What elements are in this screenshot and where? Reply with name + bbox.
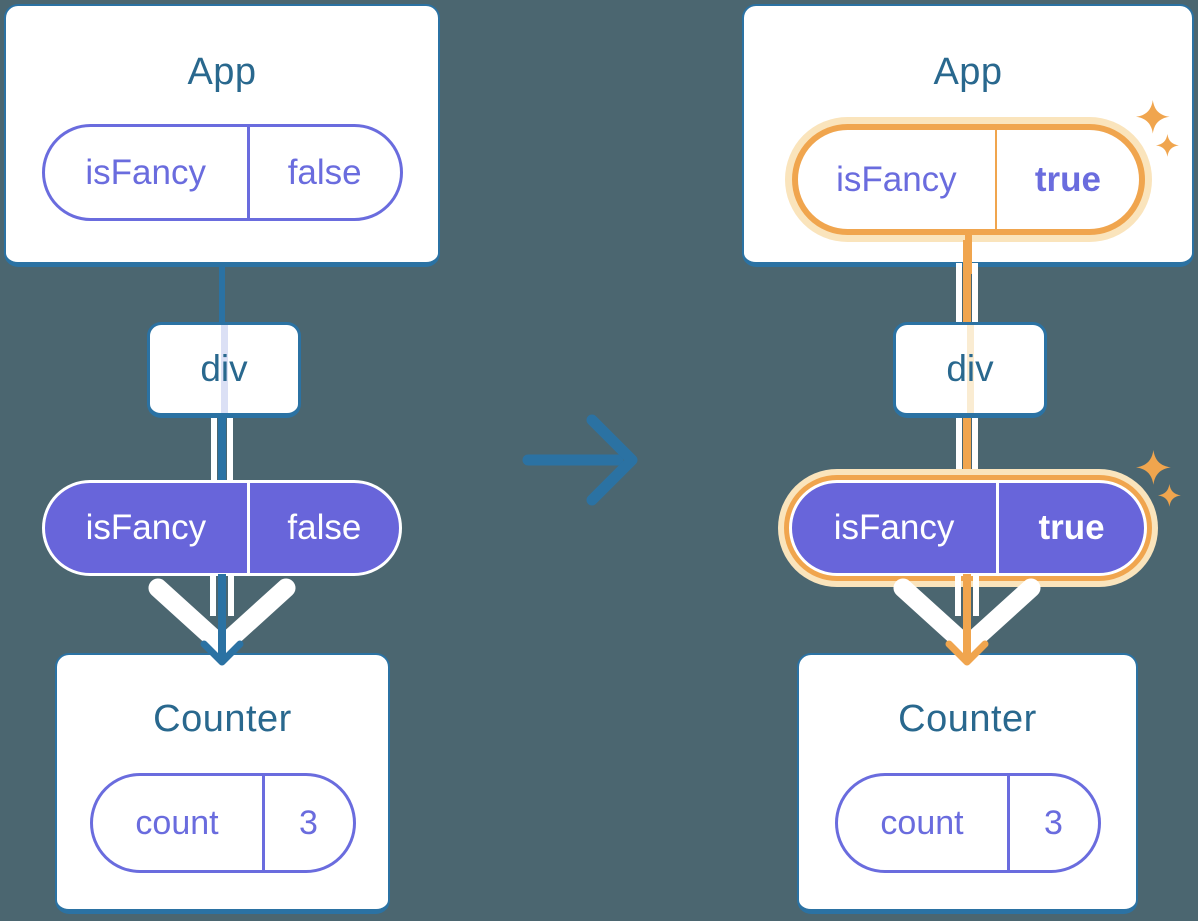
state-flow-line-app-div-before bbox=[219, 265, 225, 323]
div-label: div bbox=[200, 348, 248, 389]
state-name: count bbox=[880, 803, 964, 842]
state-pill-count-after: count 3 bbox=[834, 773, 1101, 873]
prop-flow-line-outline bbox=[227, 416, 233, 481]
prop-flow-line-outline bbox=[972, 416, 978, 481]
pill-divider bbox=[246, 127, 250, 218]
app-component-card-after: App isFancy true bbox=[742, 4, 1194, 274]
prop-flow-line-div-pill-before bbox=[218, 416, 226, 481]
state-name: isFancy bbox=[85, 152, 206, 192]
counter-component-card-after: Counter count 3 bbox=[797, 653, 1138, 914]
state-value: 3 bbox=[1044, 803, 1063, 842]
component-title: Counter bbox=[153, 698, 292, 740]
component-title: App bbox=[933, 51, 1003, 93]
pass-through-line bbox=[966, 325, 974, 413]
pill-divider bbox=[995, 130, 998, 229]
flow-arrow-down-icon-after bbox=[893, 574, 1041, 666]
prop-name: isFancy bbox=[85, 508, 207, 547]
state-value: false bbox=[287, 152, 362, 192]
prop-flow-line-outline bbox=[956, 263, 962, 323]
component-title: App bbox=[187, 51, 257, 93]
state-pill-isfancy-before: isFancy false bbox=[41, 124, 403, 221]
pill-divider bbox=[261, 776, 265, 870]
sparkle-icon-app-pill bbox=[1136, 100, 1179, 157]
pass-through-line bbox=[220, 325, 228, 413]
prop-pill-isfancy-after: isFancy true bbox=[789, 480, 1147, 576]
div-node-card-after: div bbox=[893, 322, 1047, 418]
prop-flow-line-outline bbox=[972, 263, 978, 323]
div-label: div bbox=[946, 348, 994, 389]
pill-divider bbox=[1006, 776, 1010, 870]
prop-flow-line-div-pill-after bbox=[963, 416, 971, 481]
pill-divider bbox=[246, 483, 250, 573]
prop-pill-isfancy-before: isFancy false bbox=[42, 480, 402, 576]
pill-divider bbox=[996, 483, 1000, 573]
app-component-card-before: App isFancy false bbox=[4, 4, 440, 267]
counter-component-card-before: Counter count 3 bbox=[55, 653, 390, 914]
div-node-card-before: div bbox=[147, 322, 301, 418]
state-pill-count-before: count 3 bbox=[89, 773, 356, 873]
state-name: isFancy bbox=[836, 159, 957, 199]
flow-arrow-down-icon-before bbox=[148, 574, 296, 666]
component-title: Counter bbox=[898, 698, 1037, 740]
state-pill-isfancy-after: isFancy true bbox=[791, 124, 1145, 235]
sparkle-icon-prop-pill bbox=[1136, 450, 1181, 507]
transition-arrow-icon bbox=[522, 414, 638, 506]
state-value: true bbox=[1034, 159, 1101, 199]
state-flow-line-app-div-after bbox=[963, 240, 971, 323]
state-name: count bbox=[135, 803, 219, 842]
prop-value: false bbox=[287, 508, 362, 547]
state-value: 3 bbox=[299, 803, 318, 842]
prop-flow-line-outline bbox=[211, 416, 217, 481]
prop-flow-line-outline bbox=[956, 416, 962, 481]
prop-name: isFancy bbox=[833, 508, 955, 547]
prop-value: true bbox=[1038, 508, 1105, 547]
